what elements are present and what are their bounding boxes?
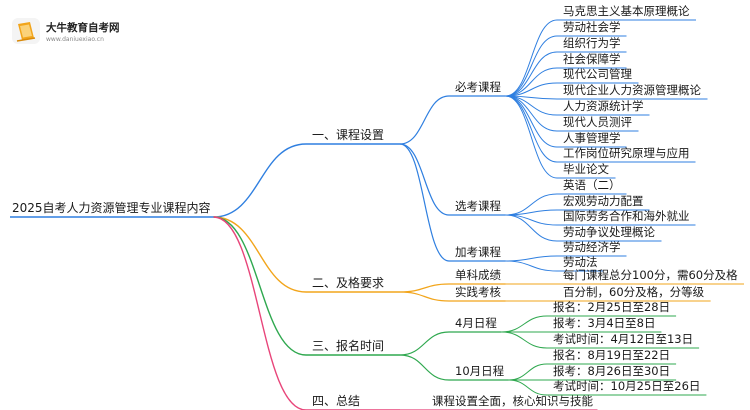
leaf-item: 毕业论文 — [563, 162, 609, 176]
leaf-item: 劳动社会学 — [563, 20, 621, 34]
connector-lines — [10, 19, 744, 410]
connector-line — [508, 363, 548, 381]
leaf-item: 劳动经济学 — [563, 240, 621, 254]
section-pass-requirements: 二、及格要求 — [312, 275, 384, 290]
leaf-item: 宏观劳动力配置 — [563, 194, 644, 208]
leaf-item: 报考：3月4日至8日 — [553, 316, 655, 330]
leaf-item: 考试时间：10月25日至26日 — [553, 379, 700, 393]
connector-line — [505, 67, 558, 97]
connector-line — [505, 255, 558, 262]
connector-line — [505, 19, 558, 97]
leaf-item: 每门课程总分100分，需60分及格 — [563, 268, 738, 282]
connector-line — [213, 143, 307, 218]
connector-line — [501, 331, 548, 349]
group-elective-courses: 选考课程 — [455, 199, 501, 213]
leaf-item: 报名：2月25日至28日 — [553, 300, 670, 314]
leaf-item: 报名：8月19日至22日 — [553, 348, 670, 362]
connector-line — [399, 283, 450, 293]
section-registration-time: 三、报名时间 — [312, 338, 384, 353]
logo: 大牛教育自考网 www.daniuexiao.cn — [12, 18, 120, 44]
leaf-item: 劳动法 — [563, 255, 598, 269]
group-required-courses: 必考课程 — [455, 80, 501, 94]
connector-line — [505, 95, 558, 179]
connector-line — [213, 216, 307, 410]
logo-name: 大牛教育自考网 — [46, 21, 120, 34]
book-icon — [12, 18, 40, 44]
leaf-item: 人力资源统计学 — [563, 99, 644, 113]
group-additional-courses: 加考课程 — [455, 245, 501, 259]
connector-line — [505, 214, 558, 242]
group-single-subject-score: 单科成绩 — [455, 268, 501, 282]
leaf-item: 社会保障学 — [563, 52, 621, 66]
group-april-schedule: 4月日程 — [455, 316, 497, 330]
root-topic: 2025自考人力资源管理专业课程内容 — [12, 200, 211, 215]
connector-line — [505, 260, 558, 272]
connector-line — [399, 95, 450, 145]
leaf-item: 马克思主义基本原理概论 — [563, 4, 690, 18]
connector-line — [505, 95, 558, 132]
connector-line — [505, 193, 558, 216]
leaf-item: 工作岗位研究原理与应用 — [563, 146, 690, 160]
connector-line — [505, 35, 558, 97]
connector-line — [399, 291, 450, 302]
leaf-item: 报考：8月26日至30日 — [553, 364, 670, 378]
connector-line — [213, 216, 307, 356]
leaf-item: 组织行为学 — [563, 36, 621, 50]
section-course-setting: 一、课程设置 — [312, 127, 384, 142]
connector-line — [505, 214, 558, 226]
leaf-item: 劳动争议处理概论 — [563, 225, 655, 239]
leaf-item: 现代公司管理 — [563, 67, 632, 81]
summary-text: 课程设置全面，核心知识与技能 — [432, 394, 593, 408]
connector-line — [399, 354, 450, 381]
connector-line — [508, 379, 548, 396]
connector-line — [399, 143, 450, 216]
connector-line — [399, 331, 450, 356]
connector-line — [501, 315, 548, 333]
leaf-item: 人事管理学 — [563, 131, 621, 145]
connector-line — [399, 143, 450, 262]
leaf-item: 现代企业人力资源管理概论 — [563, 83, 701, 97]
leaf-item: 现代人员测评 — [563, 115, 632, 129]
leaf-item: 考试时间：4月12日至13日 — [553, 332, 693, 346]
group-practical-assessment: 实践考核 — [455, 285, 501, 299]
connector-line — [505, 95, 558, 148]
leaf-item: 英语（二） — [563, 178, 621, 192]
logo-url: www.daniuexiao.cn — [46, 36, 104, 43]
connector-line — [213, 216, 307, 293]
section-summary: 四、总结 — [312, 394, 360, 408]
leaf-item: 国际劳务合作和海外就业 — [563, 209, 690, 223]
leaf-item: 百分制，60分及格，分等级 — [563, 285, 705, 299]
group-october-schedule: 10月日程 — [455, 364, 505, 378]
